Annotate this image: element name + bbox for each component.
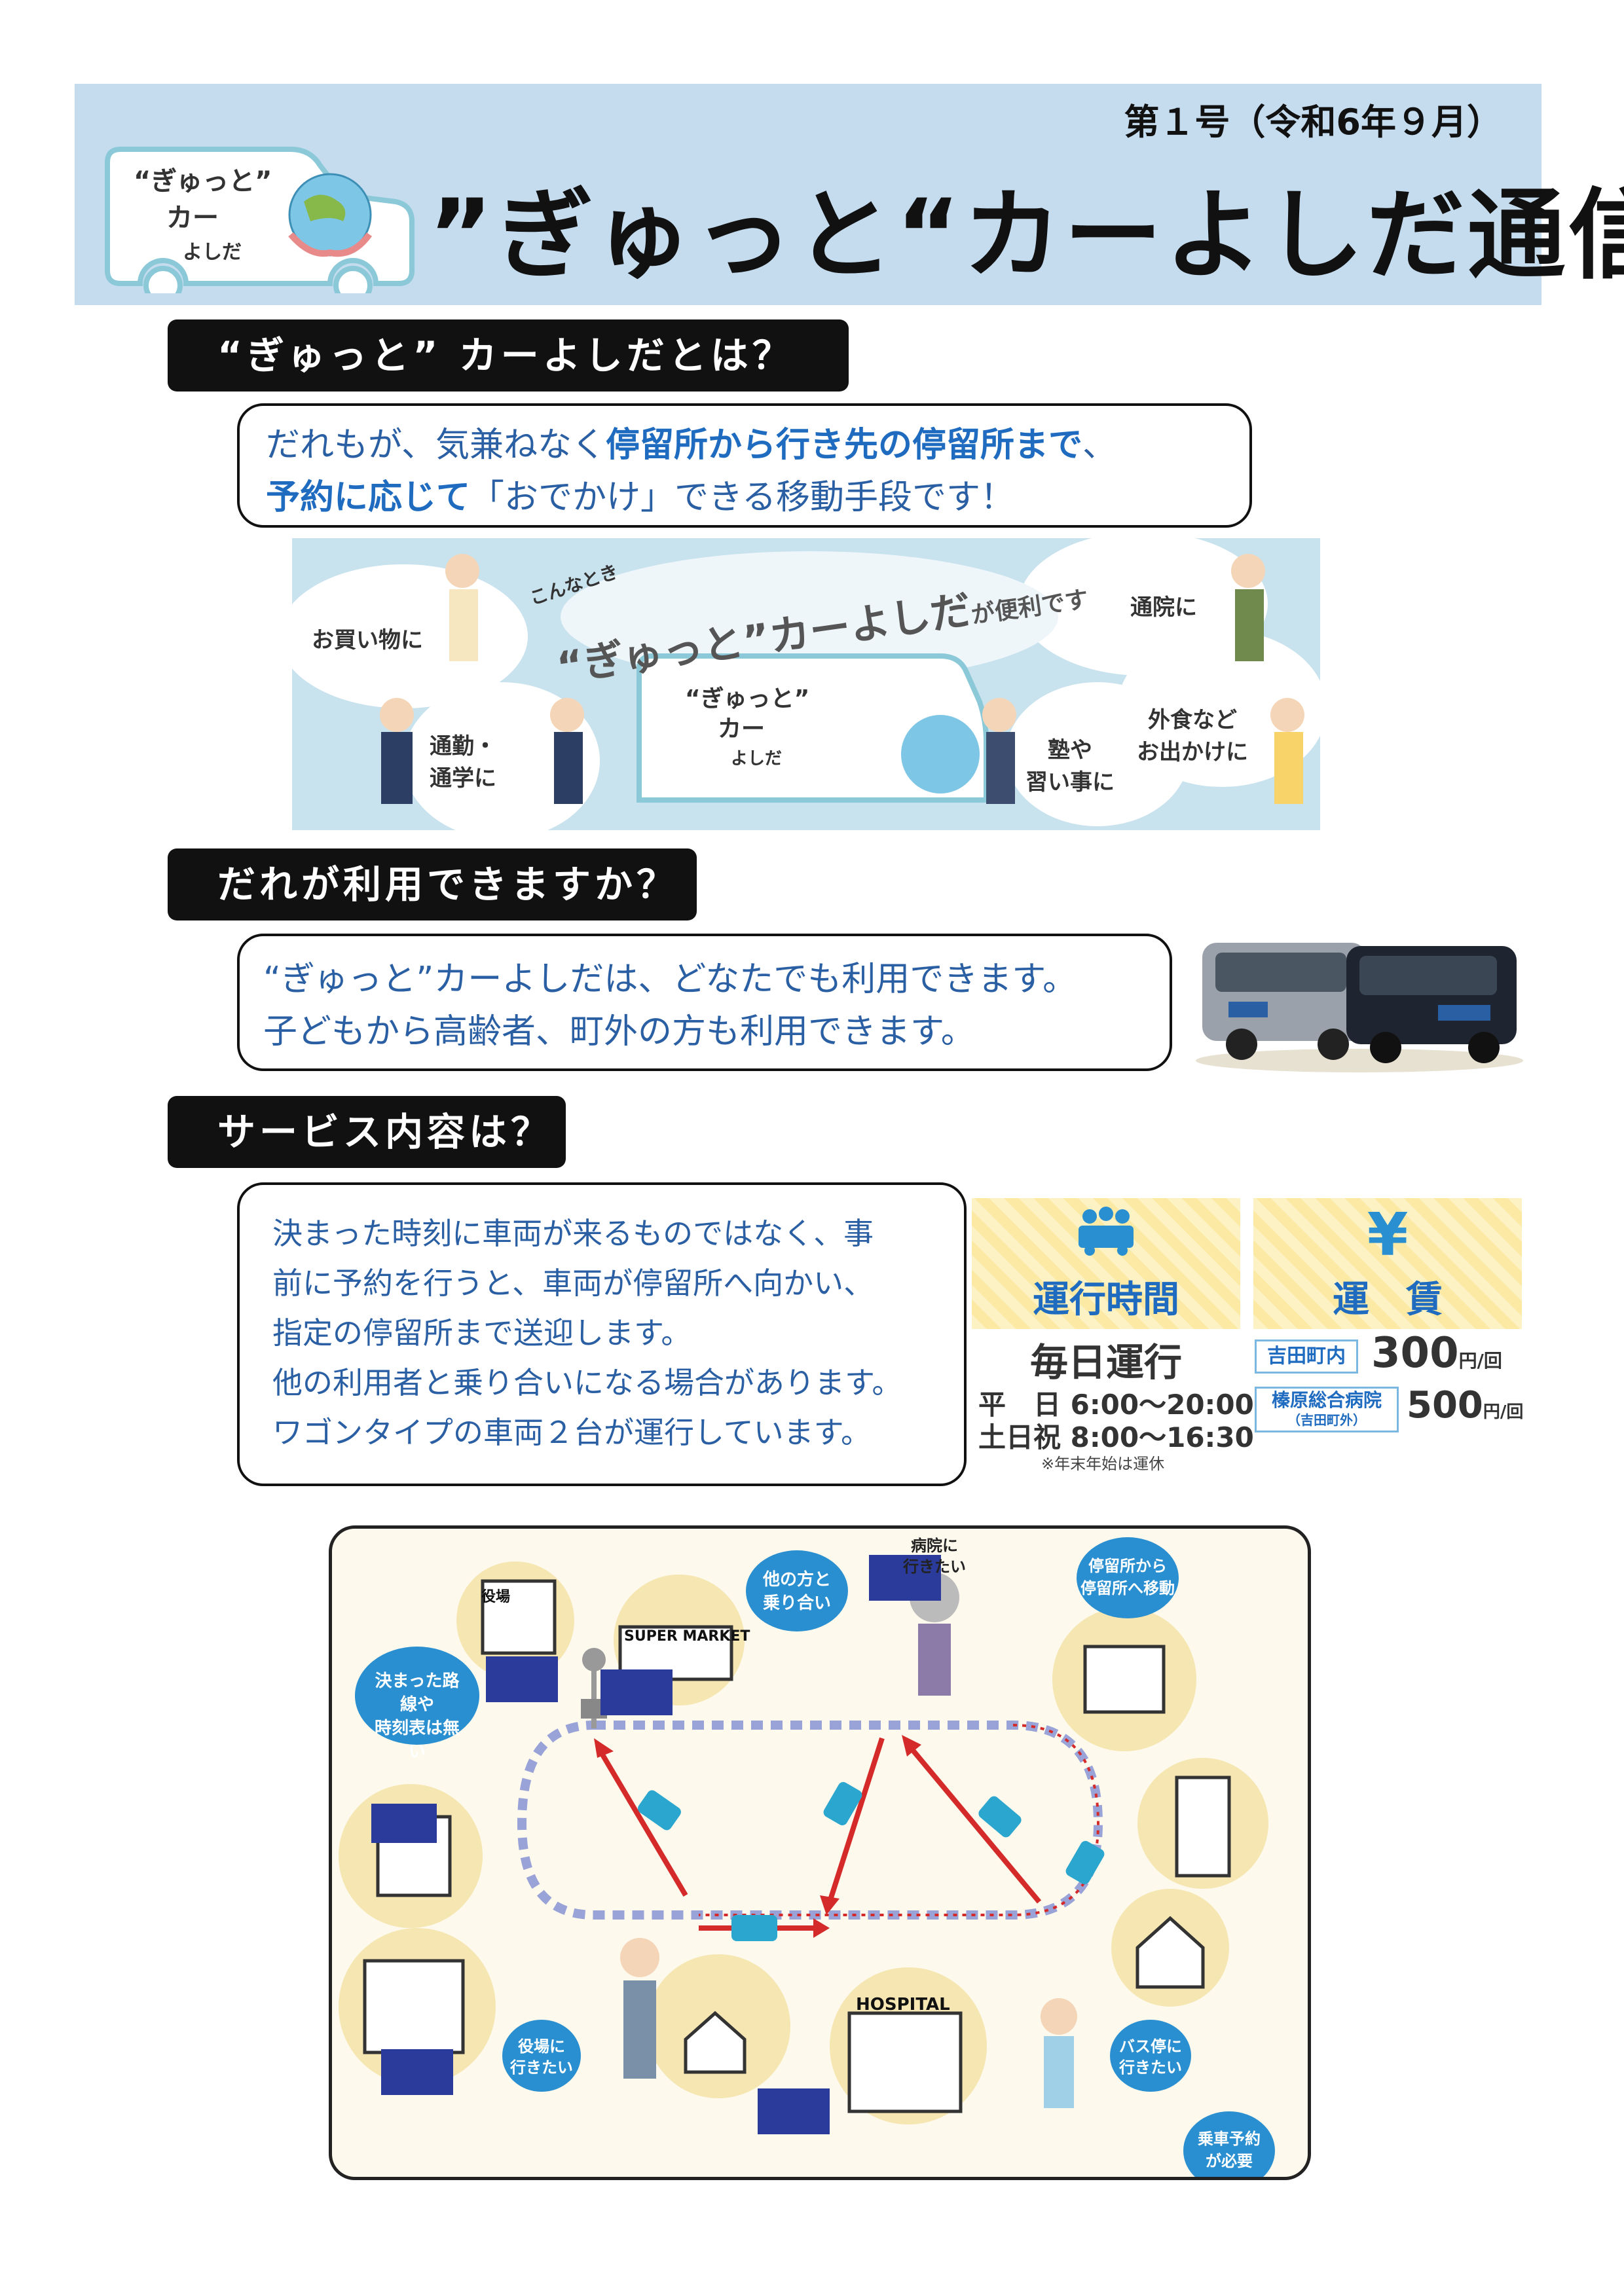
banner-commute: 通勤・ 通学に bbox=[430, 733, 496, 792]
banner-juku: 塾や 習い事に bbox=[1025, 737, 1115, 795]
bubble-yakuba: 役場に 行きたい bbox=[510, 2037, 573, 2077]
service-line: 指定の停留所まで送迎します。 bbox=[272, 1315, 692, 1351]
map-hospital-label: HOSPITAL bbox=[856, 1995, 950, 2014]
service-map: 役場 SUPER MARKET HOSPITAL 決まった路線や 時刻表は無い … bbox=[329, 1525, 1311, 2180]
banner-shopping: お買い物に bbox=[312, 627, 423, 653]
vans-photo bbox=[1196, 943, 1523, 1072]
about-line2-highlight: 予約に応じて bbox=[266, 478, 471, 517]
about-line2: 予約に応じて「おでかけ」できる移動手段です！ bbox=[266, 471, 1223, 524]
fare-zone1-label: 吉田町内 bbox=[1255, 1339, 1358, 1374]
about-line1-c: 、 bbox=[1082, 426, 1116, 465]
hours-holiday-time: 8:00〜16:30 bbox=[1070, 1421, 1254, 1453]
hours-title: 運行時間 bbox=[1033, 1279, 1179, 1321]
fare-zone2-label-box: 榛原総合病院 （吉田町外） bbox=[1255, 1387, 1399, 1432]
hours-weekday-label: 平 日 bbox=[978, 1389, 1061, 1421]
banner-logo-line2: カー bbox=[718, 716, 766, 742]
service-line: 決まった時刻に車両が来るものではなく、事 bbox=[272, 1216, 874, 1251]
hours-card: 運行時間 bbox=[972, 1198, 1240, 1329]
who-line1: “ぎゅっと”カーよしだは、どなたでも利用できます。 bbox=[263, 960, 1077, 999]
people-in-car-icon bbox=[1079, 1207, 1134, 1256]
fare-title: 運 賃 bbox=[1333, 1279, 1443, 1321]
usage-banner: お買い物に 通勤・ 通学に こんなとき “ぎゅっと”カーよしだが便利です “ぎゅ… bbox=[292, 538, 1320, 830]
bubble-share: 他の方と 乗り合い bbox=[762, 1570, 831, 1613]
banner-hospital: 通院に bbox=[1130, 594, 1197, 621]
who-textbox: “ぎゅっと”カーよしだは、どなたでも利用できます。 子どもから高齢者、町外の方も… bbox=[237, 934, 1172, 1071]
yen-icon: ¥ bbox=[1367, 1201, 1409, 1269]
fare-zone2-label: 榛原総合病院 bbox=[1271, 1389, 1382, 1411]
bubble-hospital: 病院に 行きたい bbox=[903, 1537, 966, 1576]
fare-zone2-sub: （吉田町外） bbox=[1287, 1412, 1366, 1428]
who-line2: 子どもから高齢者、町外の方も利用できます。 bbox=[263, 1012, 975, 1051]
hours-holiday: 土日祝 8:00〜16:30 bbox=[978, 1415, 1254, 1455]
header-band: “ぎゅっと” カー よしだ 第１号（令和6年９月） ”ぎゅっと“カーよしだ通信 bbox=[75, 84, 1624, 305]
about-line1-a: だれもが、気兼ねなく bbox=[266, 426, 606, 465]
hours-weekday-time: 6:00〜20:00 bbox=[1070, 1389, 1254, 1421]
service-line: 前に予約を行うと、車両が停留所へ向かい、 bbox=[272, 1266, 874, 1301]
banner-logo-line3: よしだ bbox=[731, 749, 783, 769]
fare-zone1-price-row: 300円/回 bbox=[1371, 1329, 1502, 1377]
section-heading-about: “ぎゅっと” カーよしだとは？ bbox=[168, 319, 849, 392]
banner-clouds bbox=[292, 538, 1320, 830]
issue-number: 第１号（令和6年９月） bbox=[1124, 101, 1502, 143]
section-heading-service: サービス内容は？ bbox=[168, 1096, 566, 1168]
hours-daily: 毎日運行 bbox=[1029, 1340, 1182, 1385]
service-line: ワゴンタイプの車両２台が運行しています。 bbox=[272, 1415, 872, 1450]
logo-line1: “ぎゅっと” bbox=[134, 166, 272, 196]
about-textbox: だれもが、気兼ねなく停留所から行き先の停留所まで、 予約に応じて「おでかけ」でき… bbox=[237, 403, 1252, 528]
about-line2-b: 「おでかけ」できる移動手段です！ bbox=[470, 478, 1014, 517]
map-drawing bbox=[339, 1537, 1275, 2177]
bubble-reserve: 乗車予約 が必要 bbox=[1198, 2130, 1261, 2170]
fare-card: ¥ 運 賃 bbox=[1253, 1198, 1522, 1329]
service-textbox: 決まった時刻に車両が来るものではなく、事 前に予約を行うと、車両が停留所へ向かい… bbox=[237, 1182, 967, 1486]
fare-zone2-price-row: 500円/回 bbox=[1407, 1384, 1523, 1427]
fare-zone2-price: 500 bbox=[1407, 1384, 1483, 1427]
fare-zone2-unit: 円/回 bbox=[1483, 1402, 1524, 1422]
hours-note: ※年末年始は運休 bbox=[1041, 1455, 1165, 1473]
about-line1-highlight: 停留所から行き先の停留所まで bbox=[605, 426, 1082, 465]
logo: “ぎゅっと” カー よしだ bbox=[94, 136, 422, 305]
about-line1: だれもが、気兼ねなく停留所から行き先の停留所まで、 bbox=[266, 419, 1223, 471]
hours-holiday-label: 土日祝 bbox=[978, 1421, 1061, 1453]
fare-zone1-price: 300 bbox=[1371, 1329, 1459, 1377]
map-supermarket-label: SUPER MARKET bbox=[624, 1628, 750, 1645]
section-heading-who: だれが利用できますか？ bbox=[168, 848, 697, 920]
bubble-stop: 停留所から 停留所へ移動 bbox=[1080, 1557, 1175, 1597]
banner-dining: 外食など お出かけに bbox=[1137, 707, 1248, 765]
logo-line2: カー bbox=[166, 203, 219, 233]
logo-line3: よしだ bbox=[183, 241, 242, 264]
bubble-no-route: 決まった路線や 時刻表は無い bbox=[374, 1671, 460, 1762]
hours-weekday: 平 日 6:00〜20:00 bbox=[978, 1383, 1254, 1423]
page-title: ”ぎゅっと“カーよしだ通信 bbox=[428, 179, 1624, 293]
service-line: 他の利用者と乗り合いになる場合があります。 bbox=[272, 1365, 902, 1400]
map-yakuba-label: 役場 bbox=[481, 1589, 511, 1605]
bubble-busstop: バス停に 行きたい bbox=[1119, 2037, 1182, 2077]
banner-logo-line1: “ぎゅっと” bbox=[685, 685, 810, 712]
fare-zone1-unit: 円/回 bbox=[1458, 1350, 1502, 1372]
